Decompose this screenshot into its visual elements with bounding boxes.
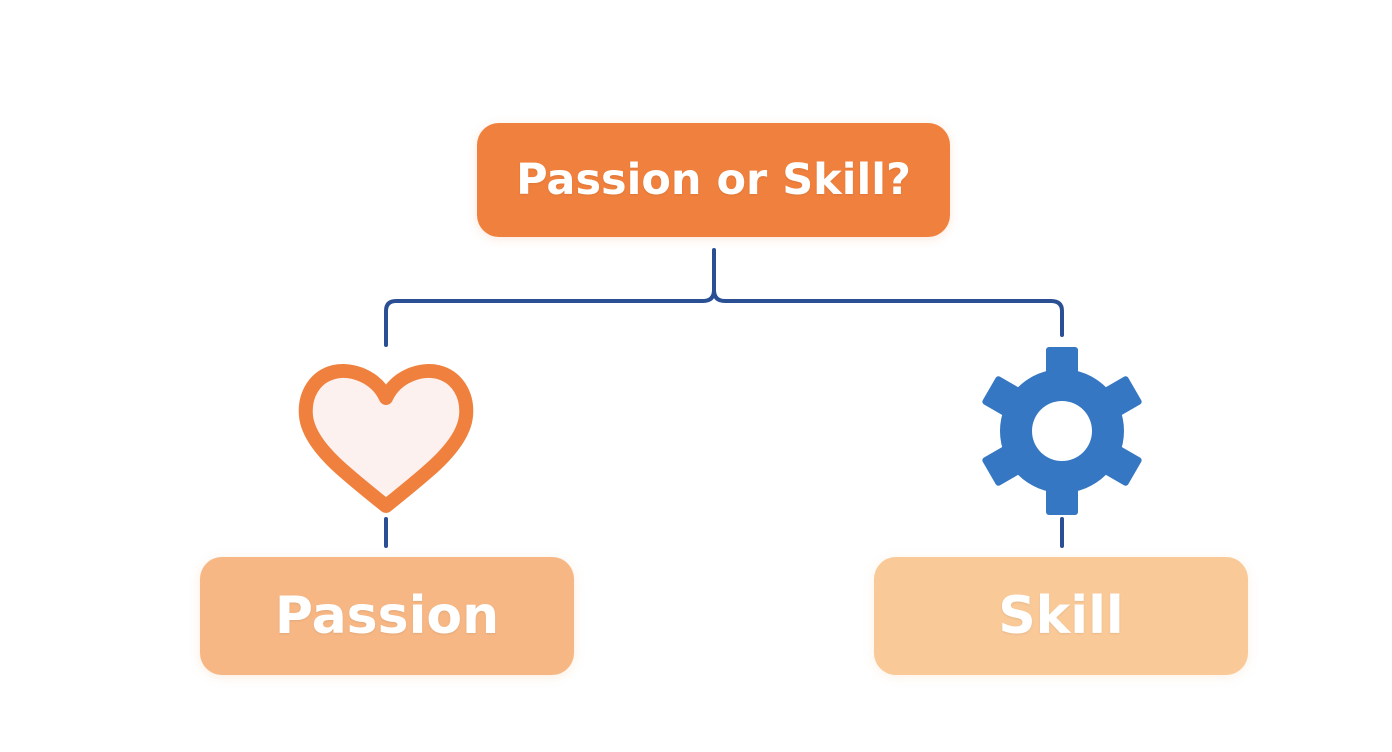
root-question-box: Passion or Skill? bbox=[477, 123, 950, 237]
skill-label: Skill bbox=[998, 586, 1124, 646]
skill-box: Skill bbox=[874, 557, 1248, 675]
passion-label: Passion bbox=[274, 586, 500, 646]
root-question-label: Passion or Skill? bbox=[516, 155, 911, 205]
passion-box: Passion bbox=[200, 557, 574, 675]
heart-icon bbox=[298, 364, 474, 513]
gear-icon bbox=[982, 347, 1142, 515]
skill-branch-connector bbox=[712, 288, 1064, 337]
root-connector bbox=[384, 248, 716, 347]
